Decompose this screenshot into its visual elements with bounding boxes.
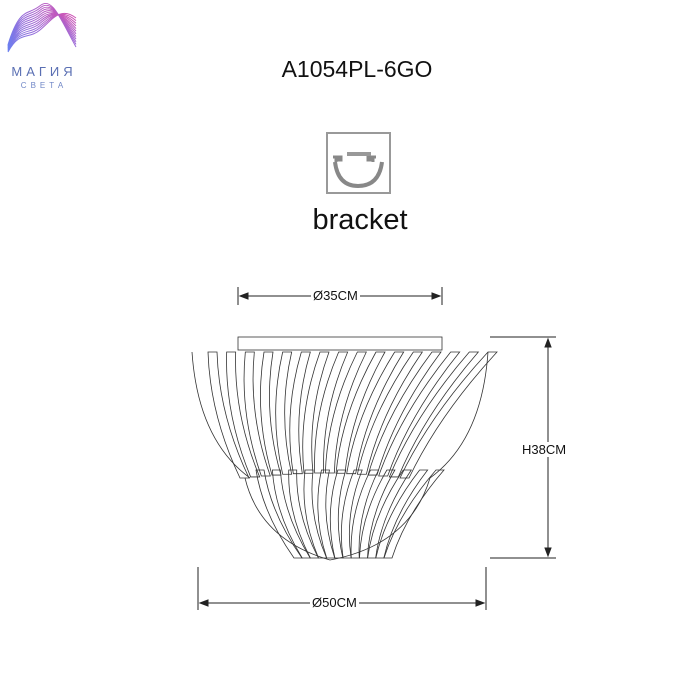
crystal-strip (367, 469, 413, 559)
logo-name: МАГИЯ (11, 64, 77, 79)
logo-wave (7, 12, 77, 49)
canopy (237, 336, 443, 351)
crystal-strip (324, 351, 367, 474)
bracket-icon (326, 132, 391, 194)
logo-subtitle: СВЕТА (20, 81, 68, 90)
crystal-strip (207, 351, 250, 479)
logo-wave (7, 13, 77, 50)
crystal-strip (260, 351, 282, 476)
crystal-strip (350, 469, 380, 559)
logo-wave (7, 13, 77, 52)
crystal-strip (302, 351, 330, 474)
crystal-strip (226, 351, 261, 478)
mount-type-label: bracket (312, 204, 408, 236)
crystal-strip (346, 351, 405, 475)
crystal-strip (243, 351, 271, 477)
diameter-label: Ø50CM (310, 595, 359, 610)
crystal-strip (383, 469, 445, 559)
logo-wave (7, 11, 77, 49)
crystal-strip (375, 469, 429, 559)
chandelier-drawing (191, 336, 498, 561)
crystal-strip (367, 351, 442, 476)
logo-wave (7, 14, 77, 51)
crystal-strip (378, 351, 461, 477)
crystal-strip (314, 351, 349, 474)
logo-wave (7, 3, 77, 48)
logo-wave (7, 12, 77, 53)
crystal-strip (289, 351, 311, 475)
crystal-strip (356, 351, 424, 475)
chandelier-outline (191, 351, 489, 561)
height-label: H38CM (520, 442, 569, 457)
crystal-strip (275, 351, 293, 475)
model-title: A1054PL-6GO (281, 56, 433, 82)
logo-wave (7, 10, 77, 48)
crystal-strip (271, 469, 311, 559)
logo-wave (7, 14, 77, 51)
crystal-strip (388, 351, 480, 478)
canopy-diameter-label: Ø35CM (311, 288, 360, 303)
crystal-strip (399, 351, 498, 479)
logo-wave (7, 8, 77, 47)
crystal-strip (329, 469, 347, 559)
logo-waves-icon (7, 3, 77, 53)
